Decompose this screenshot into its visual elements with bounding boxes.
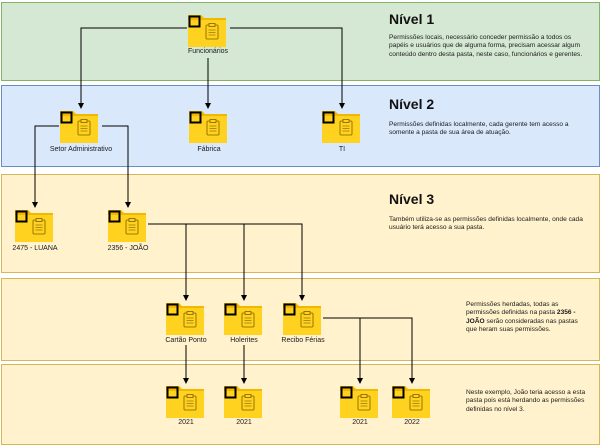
- folder-icon[interactable]: [187, 12, 227, 48]
- edge-funcionarios-ti: [230, 27, 345, 109]
- folder-label: Holerites: [230, 337, 258, 344]
- folder-label: 2021: [352, 419, 368, 426]
- edge-recibo-2022: [323, 317, 415, 384]
- folder-icon[interactable]: [165, 300, 205, 336]
- folder-label: Setor Administrativo: [49, 146, 113, 153]
- folder-label: Funcionários: [187, 48, 229, 55]
- folder-label: Cartão Ponto: [165, 337, 207, 344]
- folder-label: 2356 - JOÃO: [107, 245, 149, 252]
- edge-funcionarios-setor: [78, 27, 187, 109]
- folder-label: 2021: [178, 419, 194, 426]
- folder-label: 2021: [236, 419, 252, 426]
- folder-icon[interactable]: [223, 300, 263, 336]
- folder-icon[interactable]: [188, 108, 228, 144]
- example-band: [1, 364, 600, 445]
- edge-joao-holerites: [186, 223, 247, 301]
- level-1-description: Permissões locais, necessário conceder p…: [389, 34, 583, 58]
- folder-label: Fábrica: [197, 146, 221, 153]
- folder-icon[interactable]: [391, 383, 431, 419]
- folder-label: 2475 - LUANA: [12, 245, 58, 252]
- folder-label: Recibo Férias: [281, 337, 325, 344]
- folder-name-highlight: 2356 - JOÃO: [466, 309, 576, 325]
- folder-icon[interactable]: [223, 383, 263, 419]
- folder-label: 2022: [404, 419, 420, 426]
- level-5-description: Neste exemplo, João teria acesso a esta …: [466, 389, 586, 413]
- level-1-title: Nível 1: [389, 11, 435, 27]
- folder-icon[interactable]: [339, 383, 379, 419]
- level-4-description: Permissões herdadas, todas as permissões…: [466, 301, 578, 334]
- edge-joao-cartao: [148, 223, 189, 301]
- folder-icon[interactable]: [165, 383, 205, 419]
- folder-icon[interactable]: [282, 300, 322, 336]
- level-2-title: Nível 2: [389, 96, 435, 112]
- folder-label: TI: [338, 146, 346, 153]
- edge-setor-joao: [102, 125, 131, 208]
- folder-icon[interactable]: [321, 108, 361, 144]
- edge-recibo-2021: [323, 317, 363, 384]
- folder-icon[interactable]: [59, 108, 99, 144]
- level-3-title: Nível 3: [389, 191, 435, 207]
- edge-setor-luana: [32, 125, 59, 208]
- folder-icon[interactable]: [14, 207, 54, 243]
- level-1-band: [1, 2, 600, 81]
- folder-icon[interactable]: [107, 207, 147, 243]
- edge-joao-recibo: [244, 223, 305, 301]
- level-3-description: Também utiliza-se as permissões definida…: [389, 216, 583, 232]
- level-2-description: Permissões definidas localmente, cada ge…: [389, 121, 569, 137]
- level-2-band: [1, 85, 600, 167]
